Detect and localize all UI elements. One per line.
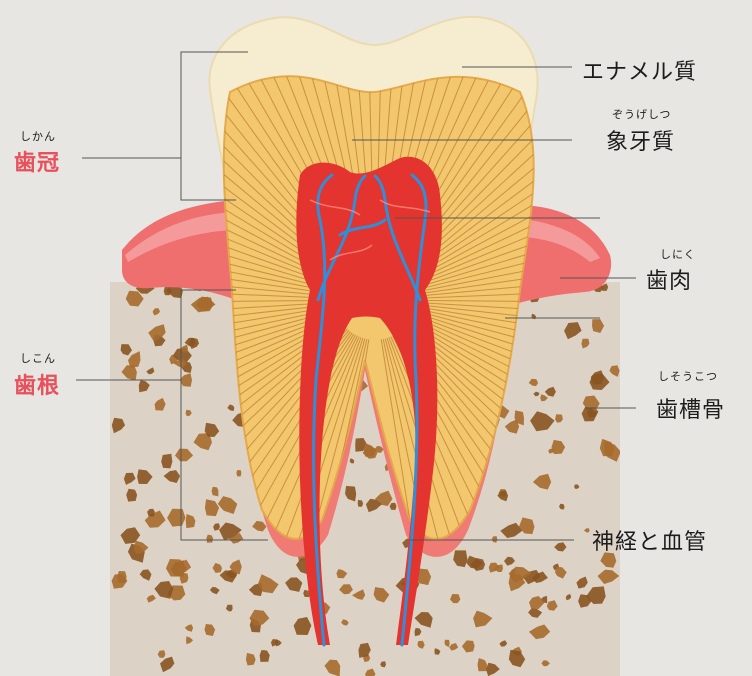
- alveolar-bone-label: 歯槽骨: [656, 398, 726, 423]
- enamel-label: エナメル質: [582, 60, 698, 85]
- gum-reading: しにく: [660, 248, 696, 261]
- root-label: 歯根: [14, 374, 61, 399]
- crown-label: 歯冠: [14, 151, 61, 176]
- root-reading: しこん: [20, 352, 56, 365]
- crown-reading: しかん: [20, 130, 56, 143]
- leader-lines: [76, 51, 636, 541]
- gum-label: 歯肉: [646, 269, 693, 294]
- dentin-reading: ぞうげしつ: [612, 108, 672, 121]
- alveolar-bone-reading: しそうこつ: [658, 370, 718, 383]
- dentin-label: 象牙質: [606, 130, 676, 155]
- pulp: [296, 156, 442, 319]
- nerve-vessels-label: 神経と血管: [592, 530, 708, 555]
- blood-vessels: [312, 173, 428, 647]
